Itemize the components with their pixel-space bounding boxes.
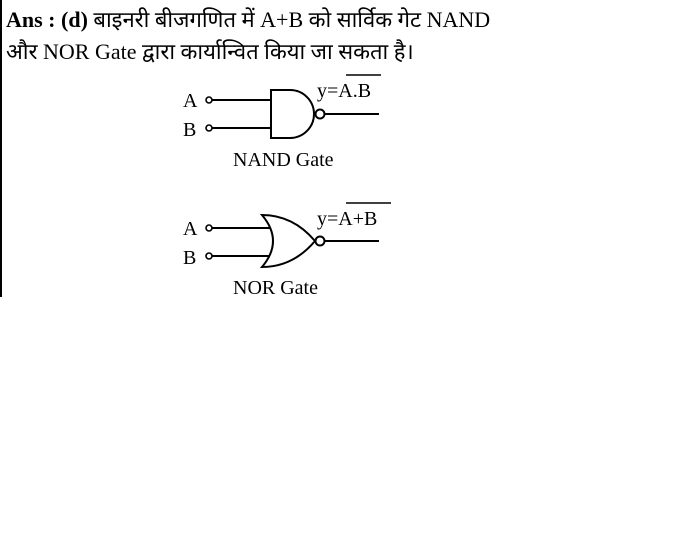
nand-gate-diagram: A B y=A.B NAND Gate (183, 74, 381, 171)
nor-input-b-terminal (205, 252, 213, 260)
left-border-rule (0, 0, 2, 297)
answer-line-1-text: बाइनरी बीजगणित में A+B को सार्विक गेट NA… (93, 7, 491, 32)
nand-input-b-terminal (205, 124, 213, 132)
nor-output-prefix: y= (317, 208, 338, 230)
nand-output-expression: A.B (338, 80, 371, 102)
nand-input-a-terminal (205, 96, 213, 104)
nor-caption: NOR Gate (233, 277, 318, 299)
nor-output-label: y=A+B (317, 208, 377, 230)
nor-inversion-bubble (314, 235, 326, 247)
answer-line-2: और NOR Gate द्वारा कार्यान्वित किया जा स… (6, 39, 414, 64)
nand-inversion-bubble (314, 108, 326, 120)
nor-gate-diagram: A B y=A+B NOR Gate (183, 202, 391, 299)
nand-output-prefix: y= (317, 80, 338, 102)
nor-output-expression: A+B (338, 208, 377, 230)
nor-input-a-terminal (205, 224, 213, 232)
answer-prefix: Ans : (d) (6, 7, 88, 32)
nor-input-a-label: A (183, 218, 198, 240)
nand-input-a-label: A (183, 90, 198, 112)
answer-line-1: Ans : (d) बाइनरी बीजगणित में A+B को सार्… (6, 4, 666, 36)
answer-text: Ans : (d) बाइनरी बीजगणित में A+B को सार्… (6, 4, 666, 68)
nand-caption: NAND Gate (233, 149, 334, 171)
nand-gate-body (270, 89, 315, 139)
nor-input-b-label: B (183, 247, 196, 269)
nor-gate-body (259, 213, 317, 269)
nand-input-b-label: B (183, 119, 196, 141)
nand-output-label: y=A.B (317, 80, 371, 102)
